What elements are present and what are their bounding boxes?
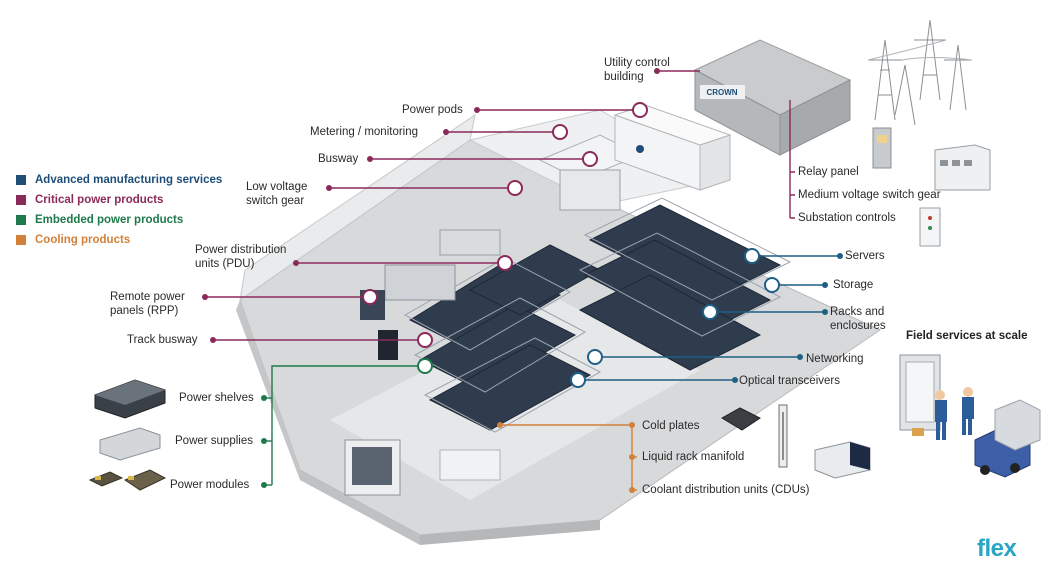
label-line: units (PDU) bbox=[195, 258, 255, 270]
label-line: Power distribution bbox=[195, 244, 287, 256]
label-lv-switchgear: Low voltage switch gear bbox=[246, 180, 307, 208]
office-area bbox=[344, 439, 501, 496]
rack-cages-left bbox=[403, 257, 602, 433]
label-metering: Metering / monitoring bbox=[310, 126, 419, 138]
label-relay-panel: Relay panel bbox=[798, 166, 859, 178]
cdu-image bbox=[814, 441, 871, 479]
label-servers: Servers bbox=[845, 250, 885, 262]
legend-item-advanced: Advanced manufacturing services bbox=[16, 170, 222, 190]
embedded-target bbox=[261, 358, 433, 488]
label-line: Utility control bbox=[604, 57, 670, 69]
power-supply-image bbox=[99, 427, 161, 461]
label-line: building bbox=[604, 71, 644, 83]
label-manifold: Liquid rack manifold bbox=[642, 451, 745, 463]
legend-swatch bbox=[16, 175, 26, 185]
label-line: switch gear bbox=[246, 195, 305, 207]
advanced-targets bbox=[570, 248, 780, 388]
label-line: enclosures bbox=[830, 320, 886, 332]
legend-label: Embedded power products bbox=[35, 214, 184, 226]
field-services-illustration bbox=[899, 354, 1041, 478]
substation-controls-image bbox=[919, 207, 941, 247]
label-track-busway: Track busway bbox=[127, 334, 198, 346]
legend-item-critical: Critical power products bbox=[16, 190, 222, 210]
label-line: panels (RPP) bbox=[110, 305, 179, 317]
power-shelf-image bbox=[94, 379, 166, 419]
legend-label: Critical power products bbox=[35, 194, 164, 206]
advanced-dots bbox=[732, 253, 843, 383]
label-rpp: Remote power panels (RPP) bbox=[110, 290, 185, 318]
label-substation: Substation controls bbox=[798, 212, 896, 224]
legend: Advanced manufacturing services Critical… bbox=[16, 170, 222, 250]
critical-targets bbox=[362, 102, 648, 348]
cooling-dots bbox=[497, 422, 635, 493]
label-power-supplies: Power supplies bbox=[175, 435, 253, 447]
label-optical: Optical transceivers bbox=[739, 375, 840, 387]
label-mv-switchgear: Medium voltage switch gear bbox=[798, 189, 941, 201]
label-pdu: Power distribution units (PDU) bbox=[195, 243, 286, 271]
label-networking: Networking bbox=[806, 353, 864, 365]
legend-item-embedded: Embedded power products bbox=[16, 210, 222, 230]
rack-cages-right bbox=[578, 197, 792, 337]
field-services-title: Field services at scale bbox=[906, 330, 1028, 342]
flex-logo: flex bbox=[977, 535, 1017, 562]
label-racks: Racks and enclosures bbox=[830, 305, 886, 333]
label-line: Low voltage bbox=[246, 181, 308, 193]
manifold-image bbox=[778, 404, 788, 468]
label-storage: Storage bbox=[833, 279, 874, 291]
label-power-modules: Power modules bbox=[170, 479, 250, 491]
utility-building: CROWN bbox=[693, 39, 852, 156]
power-modules-image bbox=[88, 469, 167, 491]
transmission-towers bbox=[867, 19, 973, 126]
legend-item-cooling: Cooling products bbox=[16, 230, 222, 250]
critical-dots bbox=[202, 68, 660, 343]
legend-label: Cooling products bbox=[35, 234, 131, 246]
rack-rows-right bbox=[578, 204, 782, 371]
relay-panel-image bbox=[872, 127, 892, 169]
label-cdu: Coolant distribution units (CDUs) bbox=[642, 484, 810, 496]
label-line: Remote power bbox=[110, 291, 185, 303]
building-sign: CROWN bbox=[706, 88, 737, 97]
cold-plate-image bbox=[721, 407, 761, 431]
label-line: Racks and bbox=[830, 306, 885, 318]
label-busway: Busway bbox=[318, 153, 359, 165]
legend-swatch bbox=[16, 235, 26, 245]
advanced-connectors bbox=[578, 255, 840, 381]
legend-swatch bbox=[16, 215, 26, 225]
critical-connectors bbox=[205, 70, 795, 341]
label-power-pods: Power pods bbox=[402, 104, 463, 116]
legend-swatch bbox=[16, 195, 26, 205]
label-power-shelves: Power shelves bbox=[179, 392, 254, 404]
switchgear-image bbox=[934, 144, 991, 191]
rack-rows-left bbox=[408, 244, 602, 431]
legend-label: Advanced manufacturing services bbox=[35, 174, 223, 186]
label-cold-plates: Cold plates bbox=[642, 420, 700, 432]
label-utility-control: Utility control building bbox=[604, 56, 670, 84]
